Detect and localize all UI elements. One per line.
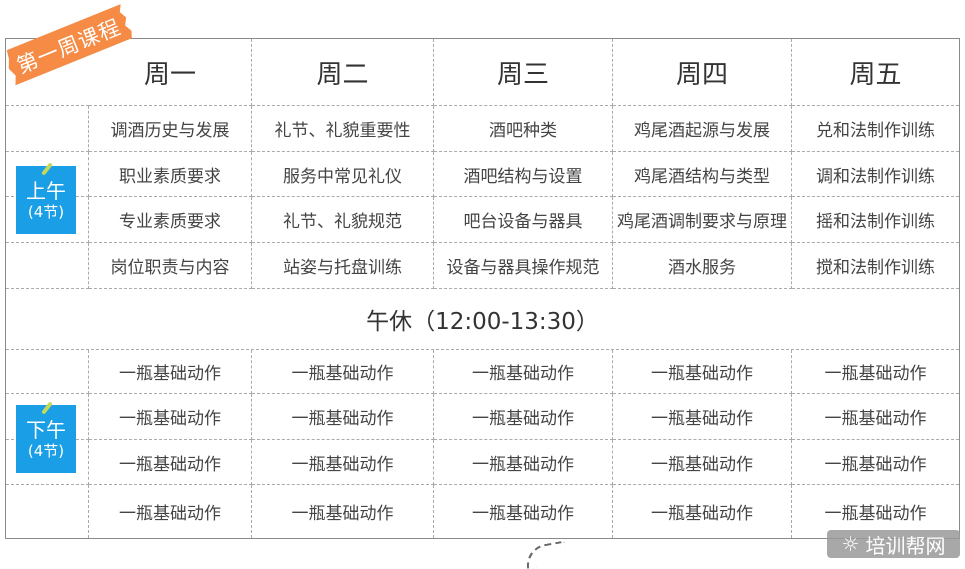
table-cell: 一瓶基础动作 xyxy=(613,440,792,485)
schedule-grid: 周一 周二 周三 周四 周五 调酒历史与发展 礼节、礼貌重要性 酒吧种类 鸡尾酒… xyxy=(6,39,959,538)
afternoon-badge: 下午 (4节) xyxy=(16,405,76,473)
table-cell: 酒吧种类 xyxy=(434,106,613,152)
period-cell-am-1 xyxy=(6,106,89,152)
table-cell: 一瓶基础动作 xyxy=(434,440,613,485)
table-cell: 酒水服务 xyxy=(613,243,792,289)
watermark: ☼ 培训帮网 xyxy=(827,530,960,558)
table-cell: 一瓶基础动作 xyxy=(434,485,613,538)
table-cell: 服务中常见礼仪 xyxy=(252,152,434,197)
table-cell: 一瓶基础动作 xyxy=(613,485,792,538)
morning-badge: 上午 (4节) xyxy=(16,166,76,234)
table-cell: 设备与器具操作规范 xyxy=(434,243,613,289)
table-cell: 一瓶基础动作 xyxy=(434,350,613,394)
lunch-break-row: 午休（12:00-13:30） xyxy=(6,289,959,350)
course-schedule-table: 周一 周二 周三 周四 周五 调酒历史与发展 礼节、礼貌重要性 酒吧种类 鸡尾酒… xyxy=(5,38,960,539)
table-cell: 一瓶基础动作 xyxy=(434,394,613,440)
table-cell: 一瓶基础动作 xyxy=(613,350,792,394)
day-header-wed: 周三 xyxy=(434,39,613,106)
afternoon-sessions: (4节) xyxy=(27,442,65,460)
table-cell: 鸡尾酒结构与类型 xyxy=(613,152,792,197)
sun-face-icon: ☼ xyxy=(841,532,860,556)
table-cell: 酒吧结构与设置 xyxy=(434,152,613,197)
table-cell: 礼节、礼貌重要性 xyxy=(252,106,434,152)
period-cell-pm-1 xyxy=(6,350,89,394)
day-header-fri: 周五 xyxy=(792,39,959,106)
table-cell: 兑和法制作训练 xyxy=(792,106,959,152)
table-cell: 一瓶基础动作 xyxy=(824,504,927,524)
table-cell: 一瓶基础动作 xyxy=(252,440,434,485)
table-cell: 岗位职责与内容 xyxy=(89,243,252,289)
table-cell: 鸡尾酒起源与发展 xyxy=(613,106,792,152)
table-cell: 一瓶基础动作 xyxy=(252,350,434,394)
day-header-mon: 周一 xyxy=(89,39,252,106)
period-cell-am-4 xyxy=(6,243,89,289)
table-cell: 一瓶基础动作 xyxy=(89,485,252,538)
table-cell: 摇和法制作训练 xyxy=(792,197,959,243)
morning-sessions: (4节) xyxy=(27,203,65,221)
table-cell: 专业素质要求 xyxy=(89,197,252,243)
day-header-tue: 周二 xyxy=(252,39,434,106)
period-cell-am-3 xyxy=(6,197,89,243)
table-cell: 礼节、礼貌规范 xyxy=(252,197,434,243)
day-header-thu: 周四 xyxy=(613,39,792,106)
table-cell: 一瓶基础动作 xyxy=(89,440,252,485)
corner-cell xyxy=(6,39,89,106)
table-cell: 一瓶基础动作 xyxy=(252,485,434,538)
table-cell: 站姿与托盘训练 xyxy=(252,243,434,289)
table-cell: 一瓶基础动作 xyxy=(792,394,959,440)
decorative-swirl xyxy=(523,540,569,569)
table-cell: 调和法制作训练 xyxy=(792,152,959,197)
table-cell: 搅和法制作训练 xyxy=(792,243,959,289)
table-cell: 一瓶基础动作 xyxy=(89,350,252,394)
table-cell: 职业素质要求 xyxy=(89,152,252,197)
period-cell-pm-3 xyxy=(6,440,89,485)
table-cell: 一瓶基础动作 xyxy=(89,394,252,440)
table-cell: 一瓶基础动作 xyxy=(613,394,792,440)
table-cell: 一瓶基础动作 xyxy=(792,350,959,394)
afternoon-label: 下午 xyxy=(26,418,66,442)
morning-label: 上午 xyxy=(26,179,66,203)
watermark-label: 培训帮网 xyxy=(865,533,946,558)
table-cell: 吧台设备与器具 xyxy=(434,197,613,243)
table-cell: 一瓶基础动作 xyxy=(792,440,959,485)
table-cell: 一瓶基础动作 xyxy=(252,394,434,440)
table-cell: 鸡尾酒调制要求与原理 xyxy=(613,197,792,243)
period-cell-pm-4 xyxy=(6,485,89,538)
table-cell: 调酒历史与发展 xyxy=(89,106,252,152)
